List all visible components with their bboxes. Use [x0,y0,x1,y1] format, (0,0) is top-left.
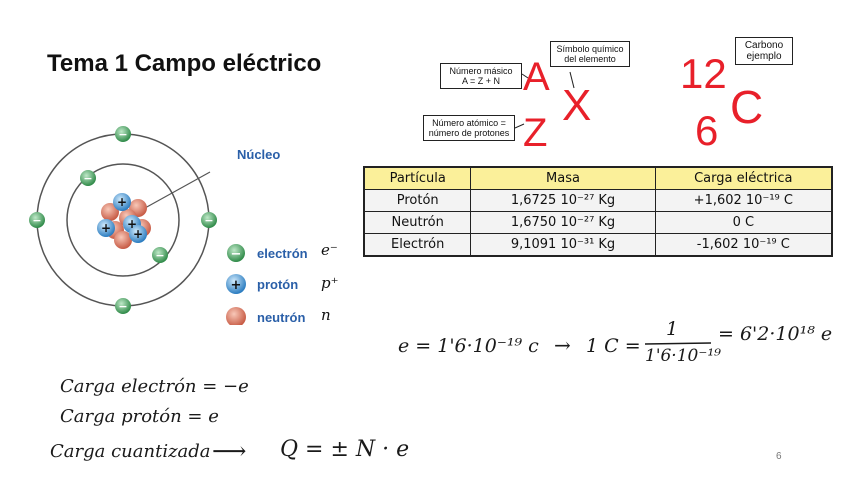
cell-mass: 1,6725 10⁻²⁷ Kg [470,189,656,212]
svg-text:−: − [32,214,41,227]
svg-text:+: + [101,221,111,235]
electrons: − − − − − − [29,126,217,314]
cell-mass: 1,6750 10⁻²⁷ Kg [470,211,656,234]
atom-diagram: ++++ − − − − − − − + [29,126,246,325]
svg-text:−: − [155,249,164,262]
legend-neutron-symbol: n [321,306,331,324]
hw-proton-charge: Carga protón = e [60,406,219,427]
cell-mass: 9,1091 10⁻³¹ Kg [470,233,656,257]
cell-particle: Protón [363,189,472,212]
svg-text:−: − [231,247,242,262]
legend-electron-label: electrón [257,246,308,261]
hw-quantized-charge: Carga cuantizada [50,441,211,462]
header-particle: Partícula [363,166,472,190]
callout-pointers [514,71,575,129]
svg-text:+: + [117,195,127,209]
svg-text:+: + [231,278,242,293]
mass-number-callout: Número másico A = Z + N [440,63,522,89]
atomic-number-callout: Número atómico = número de protones [423,115,515,141]
symbol-callout-line1: Símbolo químico [556,44,624,54]
slide-title: Tema 1 Campo eléctrico [47,50,322,77]
legend-proton-symbol: p⁺ [321,274,339,292]
cell-charge: -1,602 10⁻¹⁹ C [654,233,833,257]
hw-quantization-formula: Q = ± N · e [280,437,410,462]
svg-text:−: − [118,300,127,313]
inner-orbit [66,163,180,277]
hw-quantized-arrow: ⟶ [212,437,247,465]
hw-elementary-charge: e = 1'6·10⁻¹⁹ c [398,335,539,357]
legend-proton-label: protón [257,277,299,292]
example-element-symbol: C [730,81,764,133]
hw-arrow: → [554,333,571,357]
svg-text:−: − [83,172,92,185]
example-callout-line2: ejemplo [746,51,782,62]
example-atomic-number: 6 [695,107,719,154]
nucleus-pointer [144,171,211,209]
hw-one-coulomb-left: 1 C = [586,335,641,357]
atomic-number-callout-line2: número de protones [428,128,510,138]
example-callout: Carbono ejemplo [735,37,793,65]
cell-charge: 0 C [654,211,833,234]
nucleus: ++++ [97,193,151,249]
mass-number-letter: A [523,55,550,99]
svg-text:+: + [127,217,137,231]
particle-table: Partícula Masa Carga eléctrica Protón 1,… [363,166,833,257]
symbol-callout-line2: del elemento [564,54,616,64]
cell-particle: Electrón [363,233,472,257]
legend-neutron-label: neutrón [257,310,306,325]
hw-one-coulomb-right: = 6'2·10¹⁸ e [718,323,833,345]
page-number: 6 [776,451,782,462]
symbol-callout: Símbolo químico del elemento [550,41,630,67]
hw-electron-charge: Carga electrón = −e [60,376,249,397]
atomic-number-callout-line1: Número atómico = [432,118,506,128]
table-row: Neutrón 1,6750 10⁻²⁷ Kg 0 C [363,211,833,234]
example-callout-line1: Carbono [744,40,784,51]
hw-fraction-bar [645,342,712,345]
legend-electron-symbol: e⁻ [321,241,338,259]
atomic-number-letter: Z [523,111,548,155]
element-symbol-letter: X [562,81,592,130]
svg-text:−: − [118,128,127,141]
legend-markers: − + [226,244,246,325]
mass-number-callout-line1: Número másico [449,66,513,76]
mass-number-callout-line2: A = Z + N [461,76,501,86]
table-header-row: Partícula Masa Carga eléctrica [363,166,833,190]
hw-fraction-denominator: 1'6·10⁻¹⁹ [645,346,721,366]
cell-particle: Neutrón [363,211,472,234]
svg-text:−: − [204,214,213,227]
svg-text:+: + [133,227,143,241]
table-row: Protón 1,6725 10⁻²⁷ Kg +1,602 10⁻¹⁹ C [363,189,833,212]
table-row: Electrón 9,1091 10⁻³¹ Kg -1,602 10⁻¹⁹ C [363,233,833,257]
cell-charge: +1,602 10⁻¹⁹ C [654,189,833,212]
header-charge: Carga eléctrica [654,166,833,190]
header-mass: Masa [470,166,656,190]
hw-fraction-numerator: 1 [666,318,679,340]
nucleus-label: Núcleo [237,147,281,162]
example-mass-number: 12 [680,50,727,97]
